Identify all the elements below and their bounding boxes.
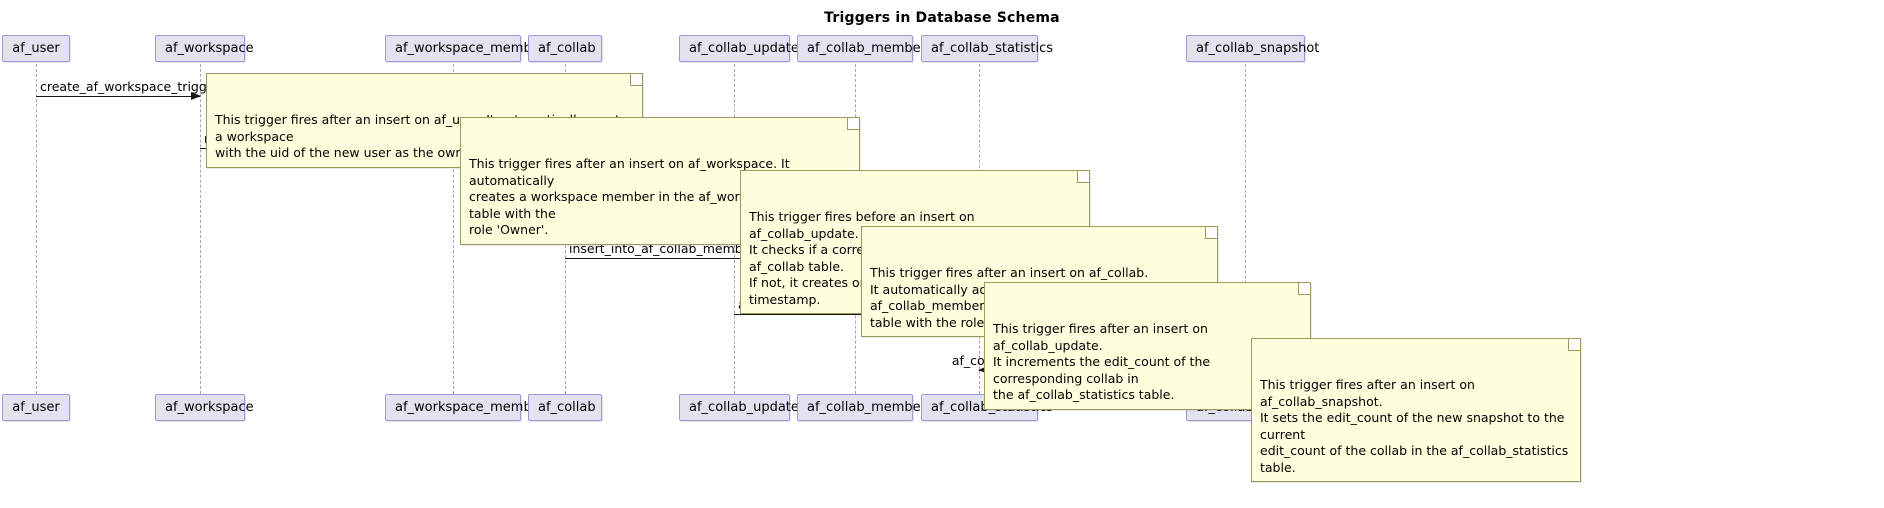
message-label-create_af_workspace_trigger: create_af_workspace_trigger — [40, 79, 220, 94]
participant-af_collab_snapshot-top[interactable]: af_collab_snapshot — [1186, 35, 1319, 62]
participant-af_workspace-bottom[interactable]: af_workspace — [155, 394, 254, 421]
participant-af_collab-top[interactable]: af_collab — [528, 35, 602, 62]
lifeline-af_user — [36, 64, 37, 394]
participant-af_workspace-top[interactable]: af_workspace — [155, 35, 254, 62]
participant-af_collab_update-bottom[interactable]: af_collab_update — [679, 394, 799, 421]
lifeline-af_collab_snapshot — [1245, 64, 1246, 394]
message-arrow-create_af_workspace_trigger[interactable]: create_af_workspace_trigger — [36, 79, 220, 100]
note-text: This trigger fires after an insert on af… — [1260, 377, 1569, 475]
note-text: This trigger fires after an insert on af… — [993, 321, 1211, 402]
participant-af_collab_statistics-top[interactable]: af_collab_statistics — [921, 35, 1053, 62]
participant-af_user-top[interactable]: af_user — [2, 35, 70, 62]
participant-af_collab_member-top[interactable]: af_collab_member — [797, 35, 926, 62]
diagram-title: Triggers in Database Schema — [824, 10, 1060, 26]
note-fold-corner-icon — [630, 74, 642, 86]
participant-af_workspace_member-top[interactable]: af_workspace_member — [385, 35, 545, 62]
participant-af_workspace_member-bottom[interactable]: af_workspace_member — [385, 394, 545, 421]
participant-af_collab_update-top[interactable]: af_collab_update — [679, 35, 799, 62]
lifeline-af_workspace — [200, 64, 201, 394]
note-fold-corner-icon — [1077, 171, 1089, 183]
participant-af_collab-bottom[interactable]: af_collab — [528, 394, 602, 421]
arrowhead-right-icon — [191, 92, 201, 100]
note-af_collab_snapshot_update_edit_count_trigger: This trigger fires after an insert on af… — [1251, 338, 1581, 482]
note-fold-corner-icon — [1205, 227, 1217, 239]
participant-af_collab_member-bottom[interactable]: af_collab_member — [797, 394, 926, 421]
note-fold-corner-icon — [1298, 283, 1310, 295]
note-fold-corner-icon — [1568, 339, 1580, 351]
participant-af_user-bottom[interactable]: af_user — [2, 394, 70, 421]
lifeline-af_workspace_member — [453, 64, 454, 394]
arrowhead-left-icon — [978, 366, 988, 374]
note-fold-corner-icon — [847, 118, 859, 130]
